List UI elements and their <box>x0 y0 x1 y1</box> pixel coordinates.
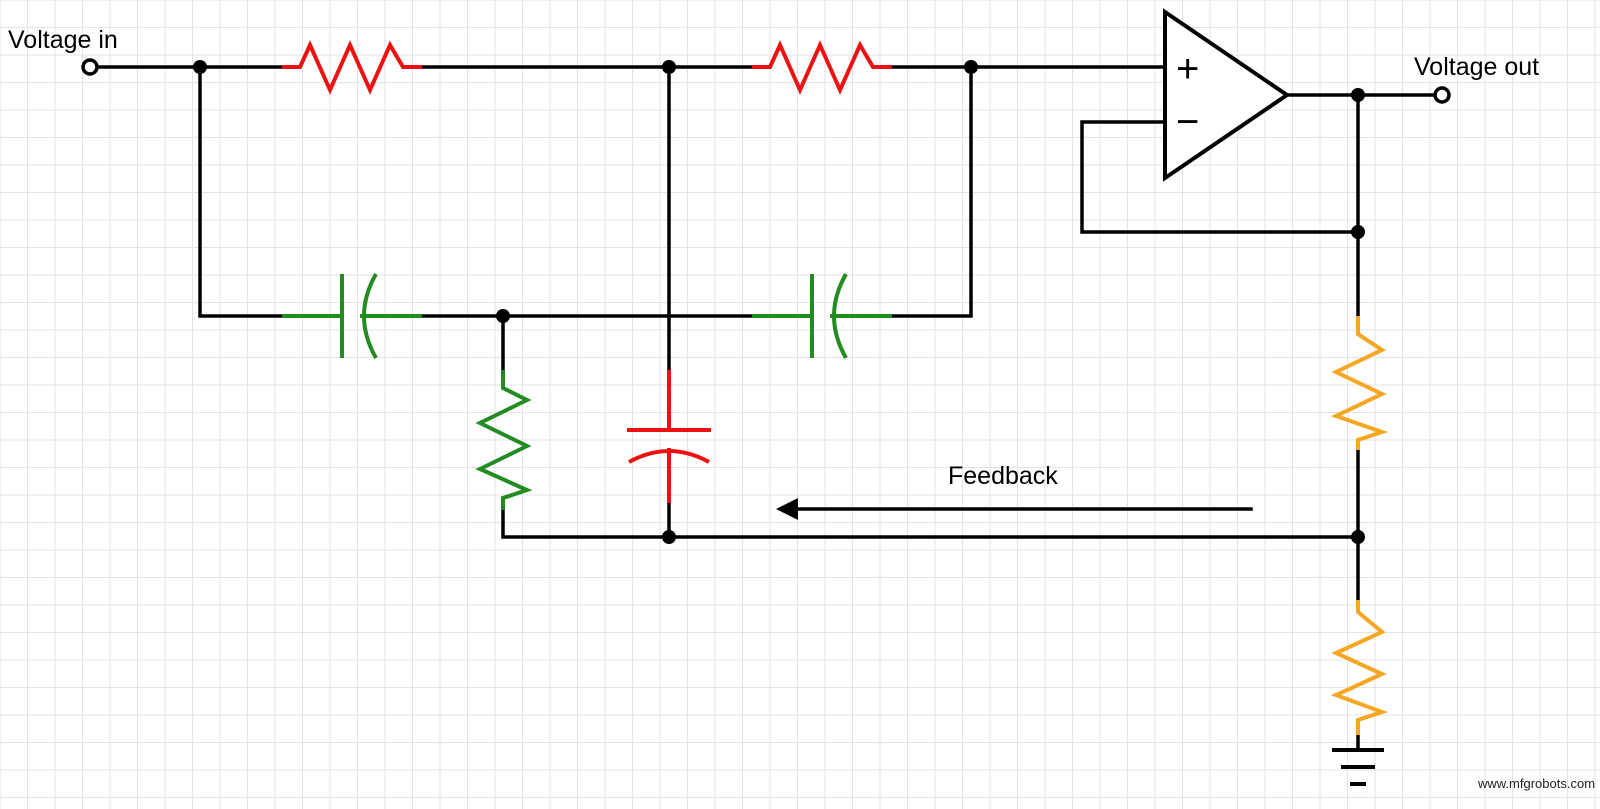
junction-node <box>662 530 676 544</box>
junction-node <box>662 60 676 74</box>
resistor-shunt <box>475 370 533 510</box>
junction-node <box>1351 88 1365 102</box>
input-terminal <box>81 58 99 76</box>
feedback-arrow <box>776 498 1253 520</box>
opamp-minus-sign: − <box>1176 100 1199 144</box>
junction-node <box>193 60 207 74</box>
resistor-series-1 <box>282 40 422 95</box>
junction-node <box>496 309 510 323</box>
feedback-label: Feedback <box>948 462 1058 490</box>
resistor-divider-top <box>1330 316 1389 450</box>
opamp-plus-sign: + <box>1176 47 1199 91</box>
output-terminal <box>1433 86 1451 104</box>
junction-nodes <box>193 60 1365 544</box>
ground-icon <box>1332 748 1384 786</box>
watermark-text: www.mfgrobots.com <box>1477 776 1595 791</box>
wire <box>501 508 1360 539</box>
op-amp: + − <box>1163 8 1291 182</box>
wire <box>890 65 973 318</box>
voltage-in-label: Voltage in <box>8 26 118 54</box>
wire <box>198 65 284 318</box>
resistor-series-2 <box>752 40 892 95</box>
resistor-divider-bottom <box>1330 600 1389 735</box>
junction-node <box>1351 225 1365 239</box>
junction-node <box>1351 530 1365 544</box>
wires <box>90 65 1440 752</box>
wire <box>1080 120 1360 234</box>
capacitor-series-1 <box>282 273 422 359</box>
voltage-out-label: Voltage out <box>1414 53 1539 81</box>
junction-node <box>964 60 978 74</box>
capacitor-series-2 <box>752 273 892 359</box>
capacitor-shunt <box>627 370 711 503</box>
